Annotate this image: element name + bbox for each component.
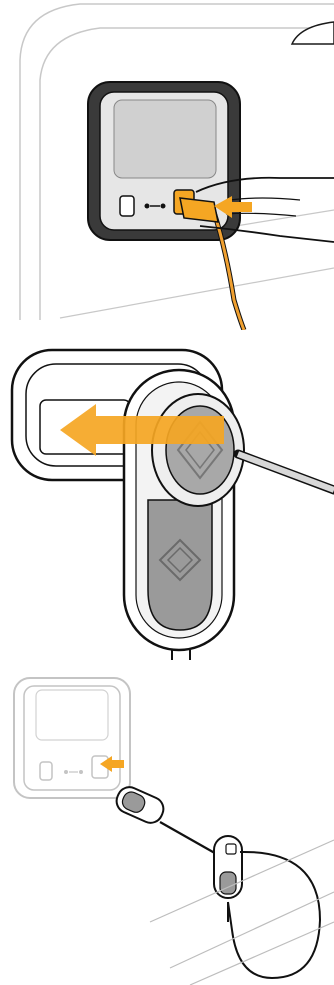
connector-icon: [180, 198, 218, 222]
charging-port-panel-icon: [14, 678, 130, 798]
step-2-svg: [0, 330, 334, 660]
step-2-illustration: [0, 330, 334, 660]
charging-cable-icon: [160, 822, 220, 856]
cable-bottom: [172, 650, 190, 660]
step-3-svg: [0, 660, 334, 985]
step-1-illustration: [0, 0, 334, 330]
step-1-svg: [0, 0, 334, 330]
connector-plugged-icon: [113, 783, 167, 826]
door-handle: [292, 22, 334, 44]
tether-handle-icon: [214, 836, 242, 898]
charging-connector-icon: [124, 370, 244, 650]
body-line-lower: [60, 268, 334, 318]
charging-cable-icon: [238, 454, 334, 490]
step-3-illustration: [0, 660, 334, 985]
